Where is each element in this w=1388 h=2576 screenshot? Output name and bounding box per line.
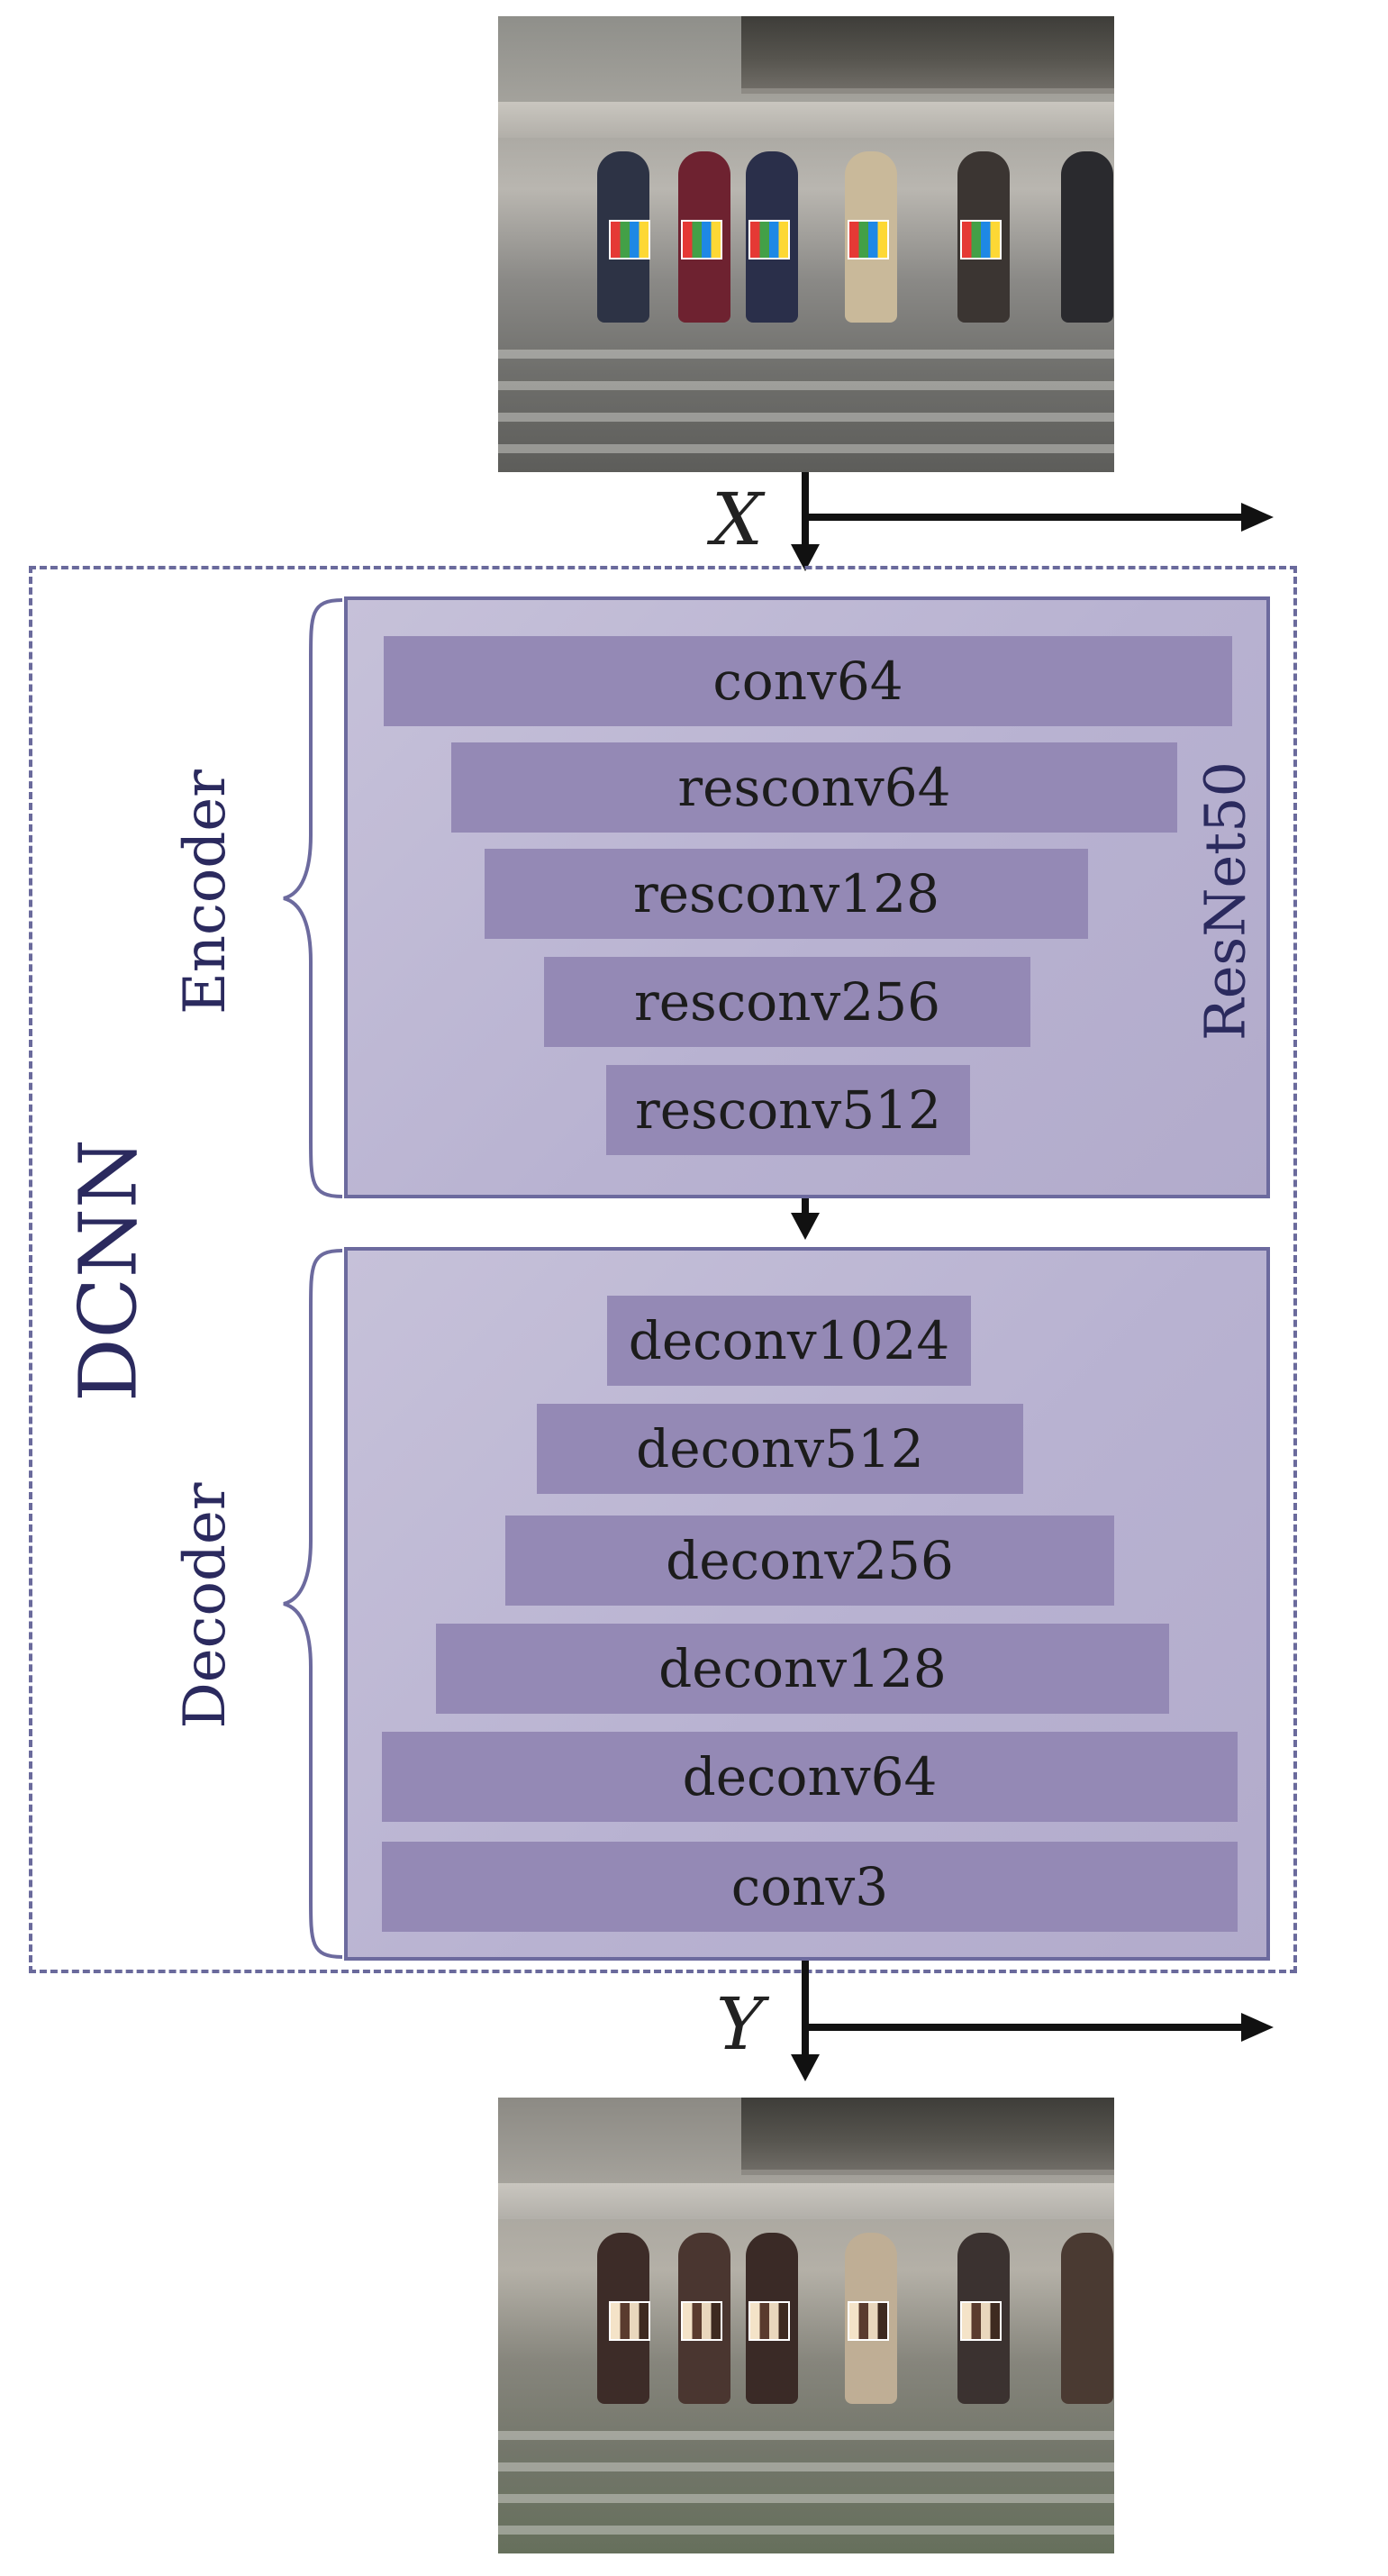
decoder-layer: deconv512 <box>537 1404 1023 1494</box>
stair-step <box>498 444 1114 453</box>
output-variable-label: Y <box>716 1982 764 2066</box>
input-branch-arrowhead <box>1241 503 1274 532</box>
encoder-layer: resconv128 <box>485 849 1088 939</box>
stone-ledge <box>498 2183 1114 2219</box>
dcnn-boundary <box>29 566 1297 1973</box>
output-branch-arrowhead <box>1241 2013 1274 2042</box>
decoder-label: Decoder <box>172 1482 239 1729</box>
encoder-layer: resconv256 <box>544 957 1030 1047</box>
occlusion-patch <box>748 220 790 259</box>
stair-step <box>498 2494 1114 2503</box>
person <box>1061 151 1113 323</box>
person <box>1061 2233 1113 2404</box>
input-arrow-shaft <box>802 472 809 551</box>
decoder-layer: conv3 <box>382 1842 1238 1932</box>
backbone-label: ResNet50 <box>1192 761 1258 1041</box>
input-variable-label: X <box>712 478 763 561</box>
occlusion-patch <box>848 220 889 259</box>
encoder-decoder-arrow-shaft <box>802 1198 809 1218</box>
occlusion-patch <box>960 220 1002 259</box>
decoder-layer: deconv128 <box>436 1624 1169 1714</box>
output-arrowhead <box>791 2054 820 2081</box>
stair-step <box>498 2462 1114 2471</box>
stair-step <box>498 381 1114 390</box>
reconstructed-patch <box>848 2301 889 2341</box>
output-image <box>498 2098 1114 2553</box>
decoder-brace <box>283 1249 343 1959</box>
stone-relief <box>741 16 1114 94</box>
output-arrow-shaft <box>802 1961 809 2060</box>
input-image <box>498 16 1114 472</box>
decoder-layer: deconv64 <box>382 1732 1238 1822</box>
encoder-layer: conv64 <box>384 636 1232 726</box>
occlusion-patch <box>681 220 722 259</box>
occlusion-patch <box>609 220 650 259</box>
reconstructed-patch <box>681 2301 722 2341</box>
reconstructed-patch <box>748 2301 790 2341</box>
encoder-decoder-arrowhead <box>791 1213 820 1240</box>
encoder-brace <box>283 598 343 1198</box>
encoder-panel: conv64 resconv64 resconv128 resconv256 r… <box>344 596 1270 1198</box>
decoder-layer: deconv1024 <box>607 1296 971 1386</box>
stair-step <box>498 2431 1114 2440</box>
reconstructed-patch <box>960 2301 1002 2341</box>
decoder-layer: deconv256 <box>505 1516 1114 1606</box>
stair-step <box>498 413 1114 422</box>
encoder-layer: resconv64 <box>451 742 1177 833</box>
reconstructed-patch <box>609 2301 650 2341</box>
output-branch-line <box>802 2024 1243 2031</box>
dcnn-label: DCNN <box>61 1139 155 1402</box>
stair-step <box>498 350 1114 359</box>
encoder-layer: resconv512 <box>606 1065 970 1155</box>
input-branch-line <box>802 514 1243 521</box>
stair-step <box>498 2526 1114 2535</box>
decoder-panel: deconv1024 deconv512 deconv256 deconv128… <box>344 1247 1270 1961</box>
encoder-label: Encoder <box>172 769 239 1015</box>
stone-ledge <box>498 102 1114 138</box>
stone-relief <box>741 2098 1114 2175</box>
